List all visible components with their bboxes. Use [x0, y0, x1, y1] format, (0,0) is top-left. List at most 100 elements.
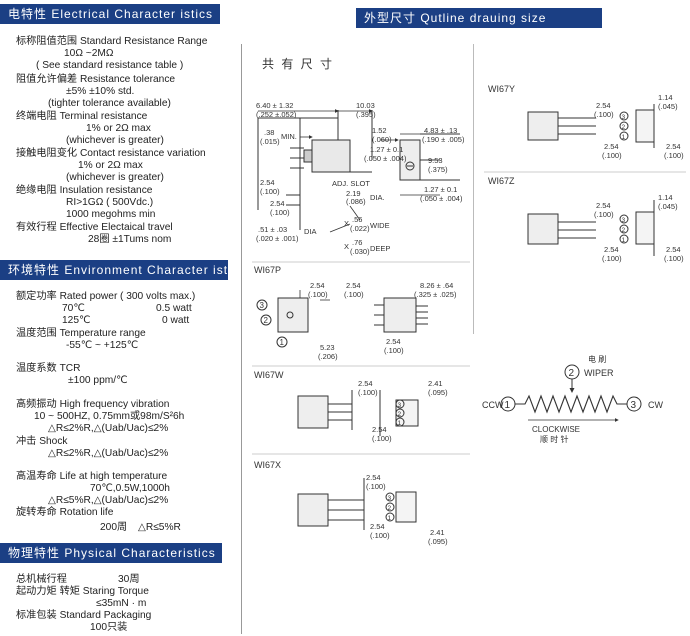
std-resistance-range: 标称阻值范围 Standard Resistance Range — [16, 36, 208, 47]
ccw-terminal-number: 1 — [505, 400, 511, 411]
dim-min-inch: (.015) — [260, 137, 280, 146]
wi67y-drawing — [527, 104, 655, 148]
temperature-range-value: -55℃ ~ +125℃ — [66, 340, 139, 351]
wi67y-d3: 2.54 — [604, 142, 619, 151]
terminal-resistance: 终端电阻 Terminal resistance — [16, 111, 148, 122]
wi67p-d5: 2.54 — [386, 337, 401, 346]
dim-wide-inch: (.022) — [350, 224, 370, 233]
dim-pin-dia-inch: (.020 ± .001) — [256, 234, 299, 243]
wi67w-d2-inch: (.095) — [428, 388, 448, 397]
wi67x-pin-1: 1 — [388, 515, 392, 522]
wi67w-d2: 2.41 — [428, 379, 443, 388]
dim-pin-dia: .51 ± .03 — [258, 225, 287, 234]
wi67x-d1-inch: (.100) — [366, 482, 386, 491]
wi67p-d4: 8.26 ± .64 — [420, 281, 453, 290]
resistance-tolerance-value: ±5% ±10% std. — [66, 86, 135, 97]
inner-divider — [473, 44, 474, 334]
dim-deep-label: DEEP — [370, 244, 390, 253]
slot-label: ADJ. SLOT — [332, 179, 370, 188]
wi67y-d1: 2.54 — [596, 101, 611, 110]
wi67z-pin-1: 1 — [622, 237, 626, 244]
dim-min: .38 — [264, 128, 274, 137]
temperature-range: 温度范围 Temperature range — [16, 328, 146, 339]
terminal-resistance-value: 1% or 2Ω max — [86, 123, 151, 134]
wi67p-pin-numbers: 3 2 1 — [256, 299, 288, 348]
insulation-resistance-value: RI>1GΩ ( 500Vdc.) — [66, 197, 154, 208]
mech-travel-value: 30周 — [118, 574, 140, 585]
environment-header-text: 环境特性 Environment Character istics — [8, 263, 228, 277]
wi67x-d1: 2.54 — [366, 473, 381, 482]
wi67z-pin-3: 3 — [622, 217, 626, 224]
contact-resistance-value: 1% or 2Ω max — [78, 160, 143, 171]
dim-offset-inch: (.050 ± .004) — [364, 154, 407, 163]
wi67z-d4: 2.54 — [666, 245, 681, 254]
dim-slot-dia: 2.19 — [346, 189, 361, 198]
wi67w-pin-3: 3 — [398, 402, 402, 409]
dim-end-offset-inch: (.050 ± .004) — [420, 194, 463, 203]
wi67y-d1-inch: (.100) — [594, 110, 614, 119]
tcr: 温度系数 TCR — [16, 363, 81, 374]
wi67z-label: WI67Z — [488, 176, 515, 186]
wi67p-d2-inch: (.206) — [318, 352, 338, 361]
rotation-life-cycles: 200周 — [100, 522, 128, 533]
dim-length: 10.03 — [356, 101, 375, 110]
specs-column: 电特性 Electrical Character istics 标称阻值范围 S… — [0, 0, 240, 636]
wi67x-pin-numbers: 3 2 1 — [385, 492, 395, 522]
resistance-tolerance-note: (tighter tolerance available) — [48, 98, 171, 109]
wi67p-d5-inch: (.100) — [384, 346, 404, 355]
torque-label: 起动力矩 转矩 Staring Torque — [16, 586, 149, 597]
wi67w-pin-2: 2 — [398, 411, 402, 418]
rotation-life: 旋转寿命 Rotation life — [16, 507, 114, 518]
wiper-cn-label: 电 刷 — [588, 354, 606, 364]
wi67y-pin-numbers: 3 2 1 — [619, 111, 629, 141]
shock-delta: △R≤2%R,△(Uab/Uac)≤2% — [48, 448, 169, 459]
environment-header: 环境特性 Environment Character istics — [0, 260, 228, 280]
electrical-header: 电特性 Electrical Character istics — [0, 4, 220, 24]
rated-temp-125: 125℃ — [62, 315, 91, 326]
torque-value: ≤35mN · m — [96, 598, 147, 609]
wi67y-pin-3: 3 — [622, 114, 626, 121]
contact-resistance-note: (whichever is greater) — [66, 172, 164, 183]
life-high-temp-value: 70℃,0.5W,1000h — [90, 483, 170, 494]
contact-resistance: 接触电阻变化 Contact resistance variation — [16, 148, 206, 159]
wi67z-pin-2: 2 — [622, 227, 626, 234]
std-resistance-value: 10Ω ~2MΩ — [64, 48, 114, 59]
wi67y-d3-inch: (.100) — [602, 151, 622, 160]
physical-header-text: 物理特性 Physical Characteristics — [8, 546, 216, 560]
cw-terminal-number: 3 — [631, 400, 637, 411]
vibration-value: 10 ~ 500HZ, 0.75mm或98m/S²6h — [34, 411, 185, 422]
wi67p-pin-3: 3 — [260, 301, 265, 310]
rated-power-125: 0 watt — [162, 315, 190, 326]
electrical-header-text: 电特性 Electrical Character istics — [8, 7, 214, 21]
wi67z-d2-inch: (.045) — [658, 202, 678, 211]
wi67w-d3: 2.54 — [372, 425, 387, 434]
wi67x-d2: 2.54 — [370, 522, 385, 531]
physical-header: 物理特性 Physical Characteristics — [0, 543, 222, 563]
wi67y-d2-inch: (.045) — [658, 102, 678, 111]
wi67z-d1-inch: (.100) — [594, 210, 614, 219]
wi67p-pin-1: 1 — [280, 338, 285, 347]
dim-width: 1.52 — [372, 126, 387, 135]
outline-drawings: 共 有 尺 寸 6.40 ± 1.32 (.252 — [252, 57, 686, 546]
wi67y-d4: 2.54 — [666, 142, 681, 151]
dim-deep: .76 — [352, 238, 362, 247]
resistance-tolerance: 阻值允许偏差 Resistance tolerance — [16, 74, 176, 85]
wi67w-drawing — [297, 390, 419, 436]
dim-depth-inch: (.190 ± .005) — [422, 135, 465, 144]
outline-header-text: 外型尺寸 Qutline drauing size — [364, 11, 547, 25]
dim-body-height: 9.53 — [428, 156, 443, 165]
wi67x-pin-2: 2 — [388, 505, 392, 512]
rated-temp-70: 70℃ — [62, 303, 85, 314]
dim-pin1-inch: (.100) — [260, 187, 280, 196]
dim-x-2: X — [344, 242, 349, 251]
cw-label: CW — [648, 400, 663, 410]
wi67y-label: WI67Y — [488, 84, 515, 94]
shock: 冲击 Shock — [16, 436, 68, 447]
wi67p-pin-2: 2 — [264, 316, 269, 325]
dim-pin2-inch: (.100) — [270, 208, 290, 217]
wi67z-d2: 1.14 — [658, 193, 673, 202]
wi67z-d3: 2.54 — [604, 245, 619, 254]
dim-slot-dia-inch: (.086) — [346, 197, 366, 206]
wi67p-front-view — [277, 297, 309, 333]
wi67y-d4-inch: (.100) — [664, 151, 684, 160]
